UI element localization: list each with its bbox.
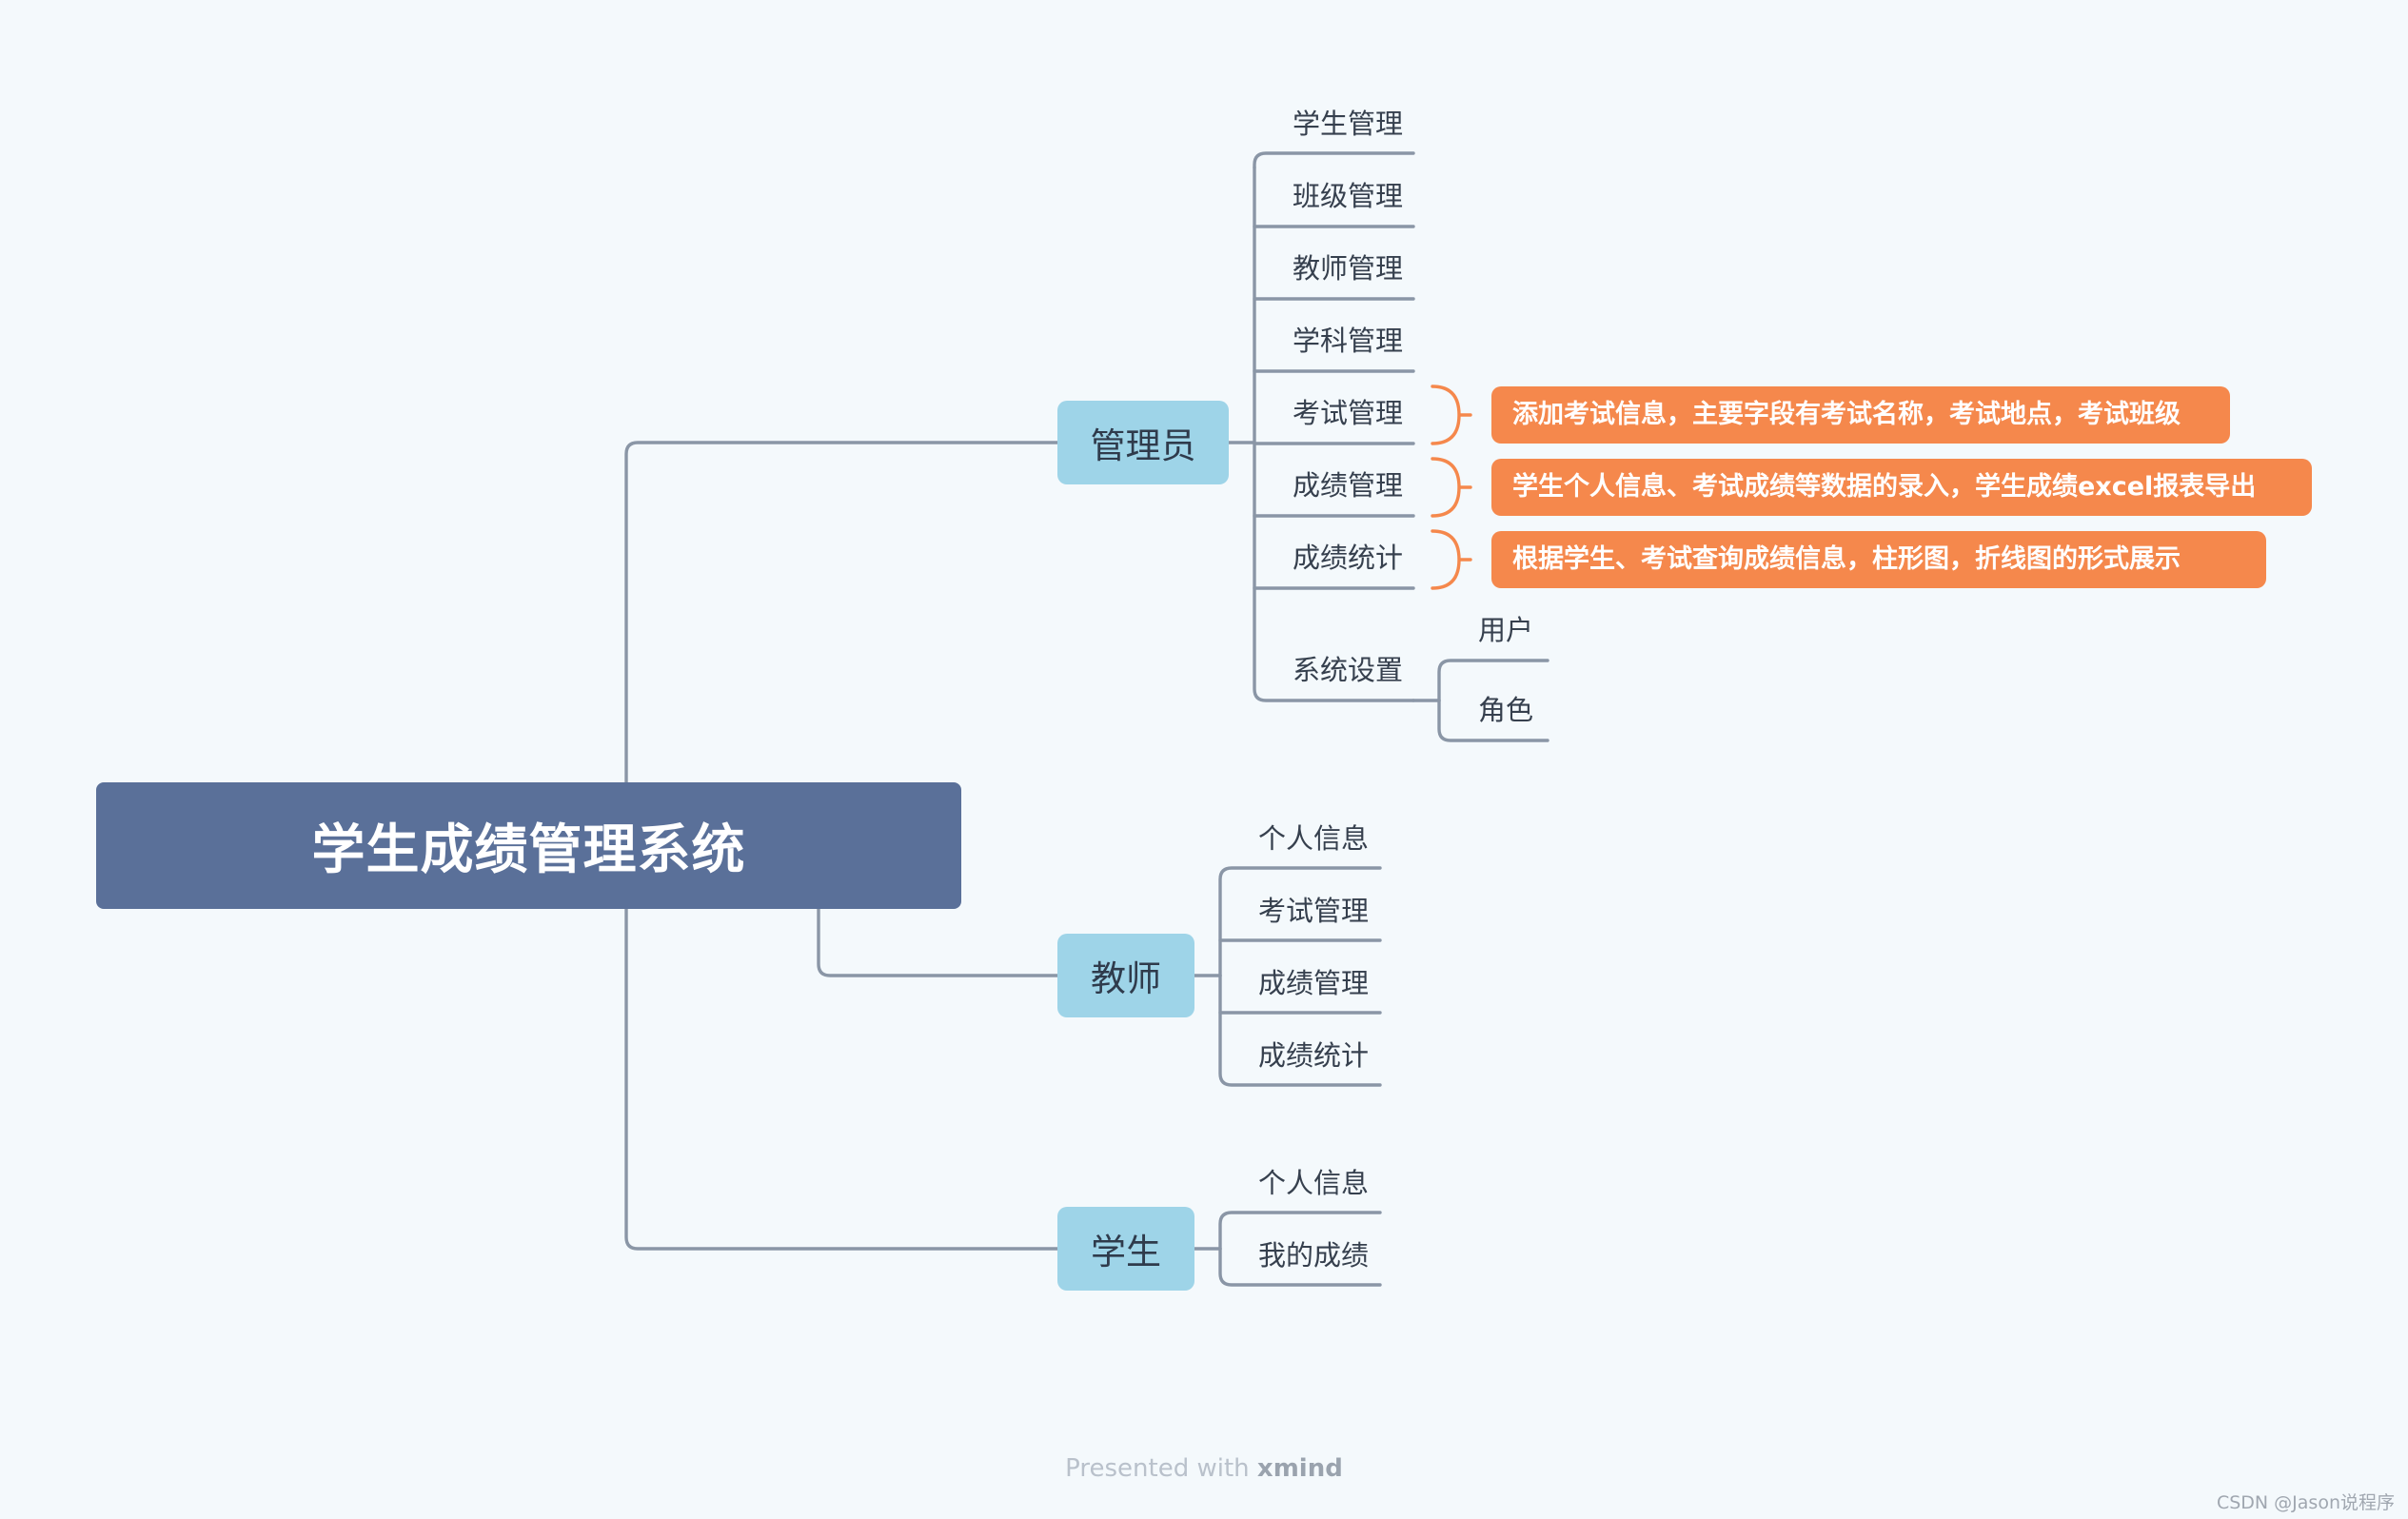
topic-student[interactable]: 学生 bbox=[1057, 1207, 1194, 1291]
topic-teacher[interactable]: 教师 bbox=[1057, 934, 1194, 1017]
connector-root-teacher bbox=[817, 907, 1059, 977]
teacher-item-score-mgmt[interactable]: 成绩管理 bbox=[1258, 967, 1370, 999]
connector-teacher-bottom bbox=[1218, 974, 1382, 1087]
connector-admin-top bbox=[1253, 151, 1415, 169]
csdn-watermark: CSDN @Jason说程序 bbox=[2216, 1492, 2395, 1513]
connector-admin-spine bbox=[1253, 166, 1415, 702]
xmind-brand: xmind bbox=[1256, 1454, 1343, 1483]
brace-exam bbox=[1431, 385, 1472, 445]
settings-item-role[interactable]: 角色 bbox=[1478, 694, 1534, 726]
settings-item-user[interactable]: 用户 bbox=[1478, 614, 1534, 646]
connector-root-admin bbox=[624, 441, 1059, 784]
student-item-my-scores[interactable]: 我的成绩 bbox=[1258, 1239, 1370, 1272]
admin-item-system-settings[interactable]: 系统设置 bbox=[1293, 654, 1404, 686]
teacher-item-score-stats[interactable]: 成绩统计 bbox=[1258, 1039, 1370, 1072]
admin-item-score-mgmt[interactable]: 成绩管理 bbox=[1293, 469, 1404, 502]
connector-root-student bbox=[624, 907, 1059, 1251]
admin-item-student-mgmt[interactable]: 学生管理 bbox=[1293, 108, 1404, 140]
admin-item-exam-mgmt[interactable]: 考试管理 bbox=[1293, 397, 1404, 429]
admin-item-class-mgmt[interactable]: 班级管理 bbox=[1293, 180, 1404, 212]
brace-stats bbox=[1431, 529, 1472, 590]
teacher-item-personal-info[interactable]: 个人信息 bbox=[1258, 822, 1370, 855]
note-score-mgmt[interactable]: 学生个人信息、考试成绩等数据的录入，学生成绩excel报表导出 bbox=[1491, 459, 2312, 516]
connector-student-bottom bbox=[1218, 1247, 1382, 1287]
student-item-personal-info[interactable]: 个人信息 bbox=[1258, 1167, 1370, 1199]
admin-item-subject-mgmt[interactable]: 学科管理 bbox=[1293, 325, 1404, 357]
connector-settings-role bbox=[1437, 699, 1549, 742]
connector-settings-user bbox=[1437, 659, 1549, 702]
admin-item-teacher-mgmt[interactable]: 教师管理 bbox=[1293, 252, 1404, 285]
presented-with-footer: Presented with xmind bbox=[0, 1454, 2408, 1483]
brace-score bbox=[1431, 457, 1472, 518]
connector-teacher-top bbox=[1218, 866, 1382, 977]
note-score-stats[interactable]: 根据学生、考试查询成绩信息，柱形图，折线图的形式展示 bbox=[1491, 531, 2266, 588]
admin-item-score-stats[interactable]: 成绩统计 bbox=[1293, 542, 1404, 574]
topic-admin[interactable]: 管理员 bbox=[1057, 401, 1229, 484]
footer-prefix: Presented with bbox=[1065, 1454, 1257, 1483]
root-topic[interactable]: 学生成绩管理系统 bbox=[96, 782, 961, 909]
teacher-item-exam-mgmt[interactable]: 考试管理 bbox=[1258, 895, 1370, 927]
connector-student-top bbox=[1218, 1211, 1382, 1251]
note-exam-mgmt[interactable]: 添加考试信息，主要字段有考试名称，考试地点，考试班级 bbox=[1491, 386, 2230, 444]
